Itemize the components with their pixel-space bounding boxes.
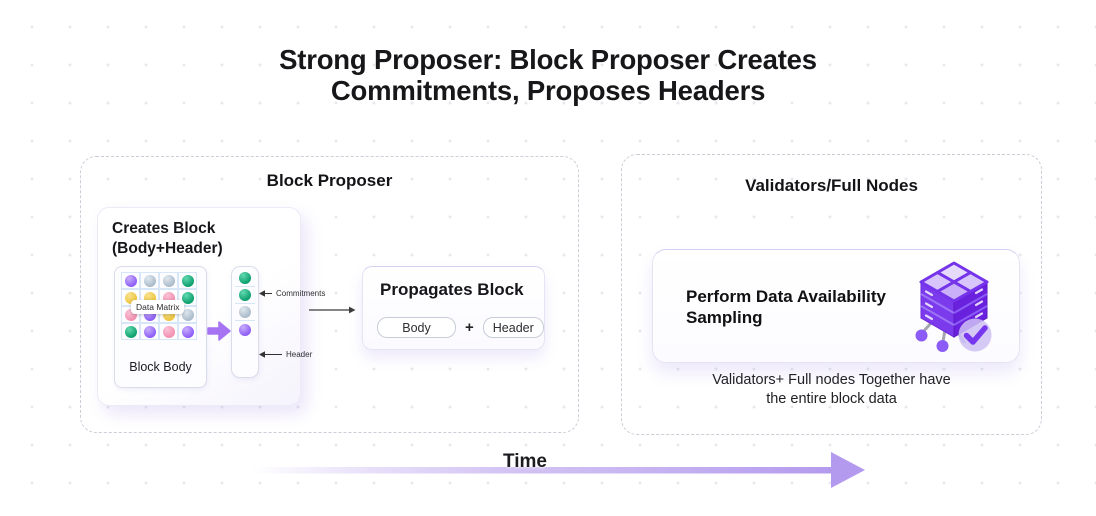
das-card: Perform Data Availability Sampling [652, 249, 1020, 363]
propagates-block-title: Propagates Block [380, 280, 524, 299]
matrix-cell [140, 272, 159, 289]
page-title-line1: Strong Proposer: Block Proposer Creates [279, 44, 817, 75]
creates-block-heading-line2: (Body+Header) [112, 239, 223, 257]
data-matrix-grid [121, 272, 197, 340]
commitment-dot-green [239, 289, 251, 301]
commitments-callout: Commitments [259, 289, 325, 298]
data-chunk-dot-green [124, 325, 137, 338]
matrix-cell [121, 272, 140, 289]
header-pill: Header [482, 317, 544, 338]
commitment-cell [235, 321, 255, 338]
commitments-arrow-icon [259, 290, 272, 297]
block-body-label: Block Body [129, 360, 192, 374]
data-chunk-dot-gray [162, 274, 175, 287]
propagates-block-card: Propagates Block Body + Header [362, 266, 545, 350]
data-chunk-dot-purple [143, 325, 156, 338]
matrix-cell [178, 289, 197, 306]
plus-sign: + [465, 319, 474, 336]
time-label: Time [502, 451, 547, 472]
block-proposer-section [80, 156, 579, 433]
validators-caption-line2: the entire block data [766, 391, 897, 407]
data-chunk-dot-green [181, 291, 194, 304]
commitment-cell [235, 287, 255, 304]
creates-block-heading-line1: Creates Block [112, 220, 216, 237]
commitment-dot-green [239, 272, 251, 284]
flow-arrow-icon [309, 306, 356, 314]
commitments-column-dots [235, 270, 255, 338]
time-arrowhead-icon [831, 452, 865, 488]
data-chunk-dot-gray [143, 274, 156, 287]
data-chunk-dot-purple [124, 274, 137, 287]
data-chunk-dot-green [181, 274, 194, 287]
purple-arrow-icon [207, 321, 231, 341]
commitment-cell [235, 270, 255, 287]
block-proposer-label: Block Proposer [266, 171, 393, 190]
data-chunk-dot-purple [181, 325, 194, 338]
validators-caption: Validators+ Full nodes Together have the… [621, 371, 1042, 409]
check-icon [963, 325, 988, 345]
matrix-cell [159, 272, 178, 289]
validators-section [621, 154, 1042, 435]
header-callout: Header [259, 350, 312, 359]
das-text: Perform Data Availability Sampling [686, 286, 886, 328]
data-chunk-dot-gray [181, 308, 194, 321]
creates-block-heading: Creates Block (Body+Header) [112, 219, 223, 258]
matrix-cell [178, 306, 197, 323]
commitments-label: Commitments [276, 289, 326, 298]
data-chunk-dot-pink [162, 325, 175, 338]
matrix-cell [178, 323, 197, 340]
time-arrow [252, 452, 865, 488]
matrix-cell [159, 323, 178, 340]
das-text-line2: Sampling [686, 308, 763, 327]
das-text-line1: Perform Data Availability [686, 287, 886, 306]
commitment-dot-purple [239, 323, 251, 336]
validators-label: Validators/Full Nodes [745, 176, 918, 195]
data-matrix-label: Data Matrix [131, 300, 185, 314]
commitment-cell [235, 304, 255, 321]
page-title-line2: Commitments, Proposes Headers [330, 75, 766, 106]
body-header-row: Body + Header [377, 317, 544, 338]
check-circle [958, 318, 992, 352]
matrix-cell [121, 323, 140, 340]
page-title: Strong Proposer: Block Proposer Creates … [0, 44, 1096, 106]
matrix-cell [178, 272, 197, 289]
commitment-dot-gray [239, 306, 251, 318]
commitments-column-card [231, 266, 259, 378]
data-cube-check-icon [915, 261, 992, 352]
header-label: Header [286, 350, 313, 359]
header-arrow-icon [259, 351, 282, 358]
matrix-cell [140, 323, 159, 340]
body-pill: Body [377, 317, 456, 338]
validators-caption-line1: Validators+ Full nodes Together have [712, 372, 951, 388]
